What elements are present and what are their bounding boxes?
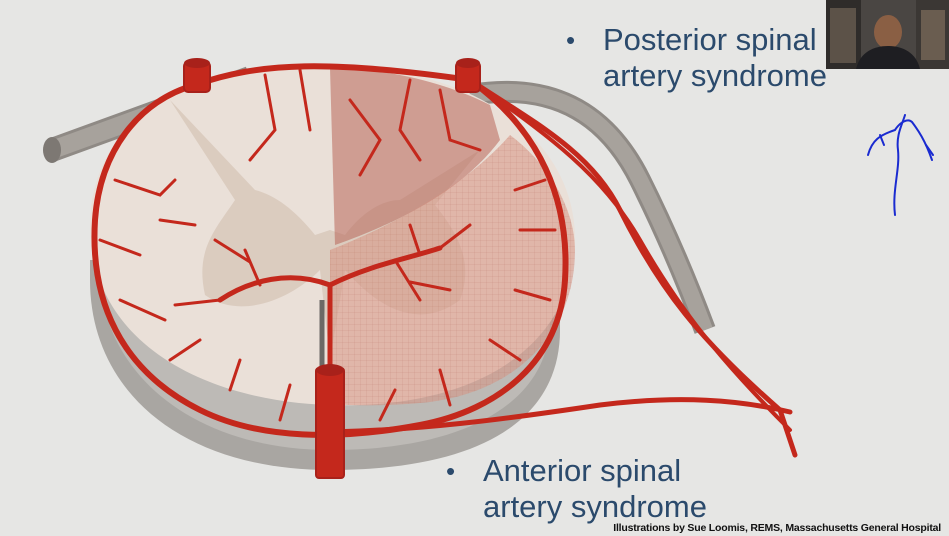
- presenter-webcam: [826, 0, 949, 69]
- posterior-territory: [330, 68, 500, 245]
- anterior-line2: artery syndrome: [483, 489, 707, 524]
- cord-body: [90, 67, 575, 470]
- hand-drawn-arrow-annotation: [867, 114, 934, 216]
- bullet-dot: •: [446, 456, 456, 486]
- webcam-feed: [826, 0, 949, 69]
- bullet-dot: •: [566, 25, 576, 55]
- posterior-line2: artery syndrome: [603, 58, 827, 93]
- nerve-root-end: [43, 137, 61, 163]
- posterior-bullet: • Posterior spinal artery syndrome: [566, 22, 827, 94]
- illustration-credit: Illustrations by Sue Loomis, REMS, Massa…: [613, 522, 941, 534]
- anterior-spinal-artery: [315, 367, 345, 479]
- posterior-line1: Posterior spinal: [603, 22, 817, 57]
- anterior-bullet: • Anterior spinal artery syndrome: [446, 453, 707, 525]
- anterior-line1: Anterior spinal: [483, 453, 682, 488]
- arteries: [91, 58, 798, 479]
